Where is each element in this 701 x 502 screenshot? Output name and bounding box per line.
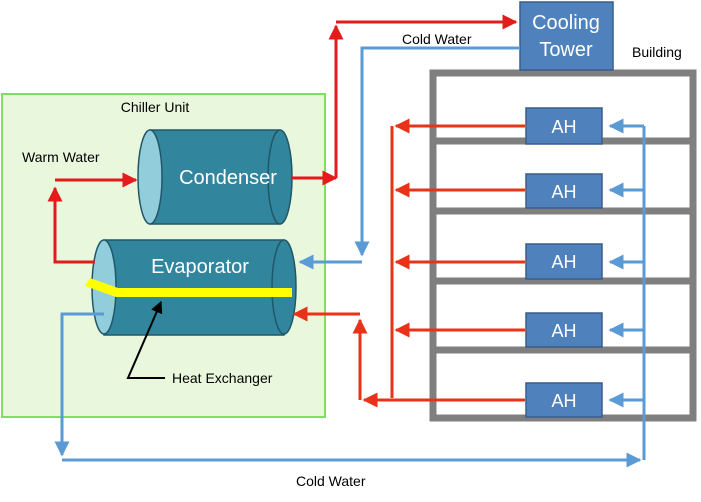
warm-water-loop bbox=[47, 172, 138, 264]
building-label: Building bbox=[632, 44, 682, 60]
warm-water-label: Warm Water bbox=[22, 149, 100, 165]
air-handler-4: AH bbox=[525, 312, 603, 348]
air-handler-1-label: AH bbox=[551, 117, 576, 137]
air-handler-2: AH bbox=[525, 173, 603, 209]
cooling-tower-label-line2: Tower bbox=[539, 39, 593, 61]
evaporator-label: Evaporator bbox=[151, 256, 249, 278]
cooling-tower-label-line1: Cooling bbox=[532, 12, 600, 34]
air-handler-1: AH bbox=[525, 107, 603, 145]
air-handler-2-label: AH bbox=[551, 182, 576, 202]
evaporator: Evaporator bbox=[91, 239, 297, 336]
building-return-lines bbox=[292, 118, 525, 408]
cold-water-bottom-label: Cold Water bbox=[296, 473, 366, 489]
condenser-label: Condenser bbox=[179, 167, 277, 189]
tower-to-evaporator-line bbox=[298, 46, 520, 270]
condenser: Condenser bbox=[137, 129, 293, 225]
air-handler-4-label: AH bbox=[551, 321, 576, 341]
air-handler-5-label: AH bbox=[551, 391, 576, 411]
heat-exchanger-band bbox=[85, 278, 292, 297]
cold-water-supply-lines bbox=[54, 118, 646, 468]
air-handler-3: AH bbox=[525, 243, 603, 280]
cold-water-top-label: Cold Water bbox=[402, 31, 472, 47]
condenser-to-tower-line bbox=[292, 14, 518, 186]
heat-exchanger-label: Heat Exchanger bbox=[172, 370, 273, 386]
cooling-tower: Cooling Tower bbox=[519, 1, 614, 71]
chiller-unit-label: Chiller Unit bbox=[121, 99, 190, 115]
air-handler-3-label: AH bbox=[551, 252, 576, 272]
air-handler-5: AH bbox=[525, 382, 603, 418]
heat-exchanger-leader bbox=[126, 300, 165, 379]
